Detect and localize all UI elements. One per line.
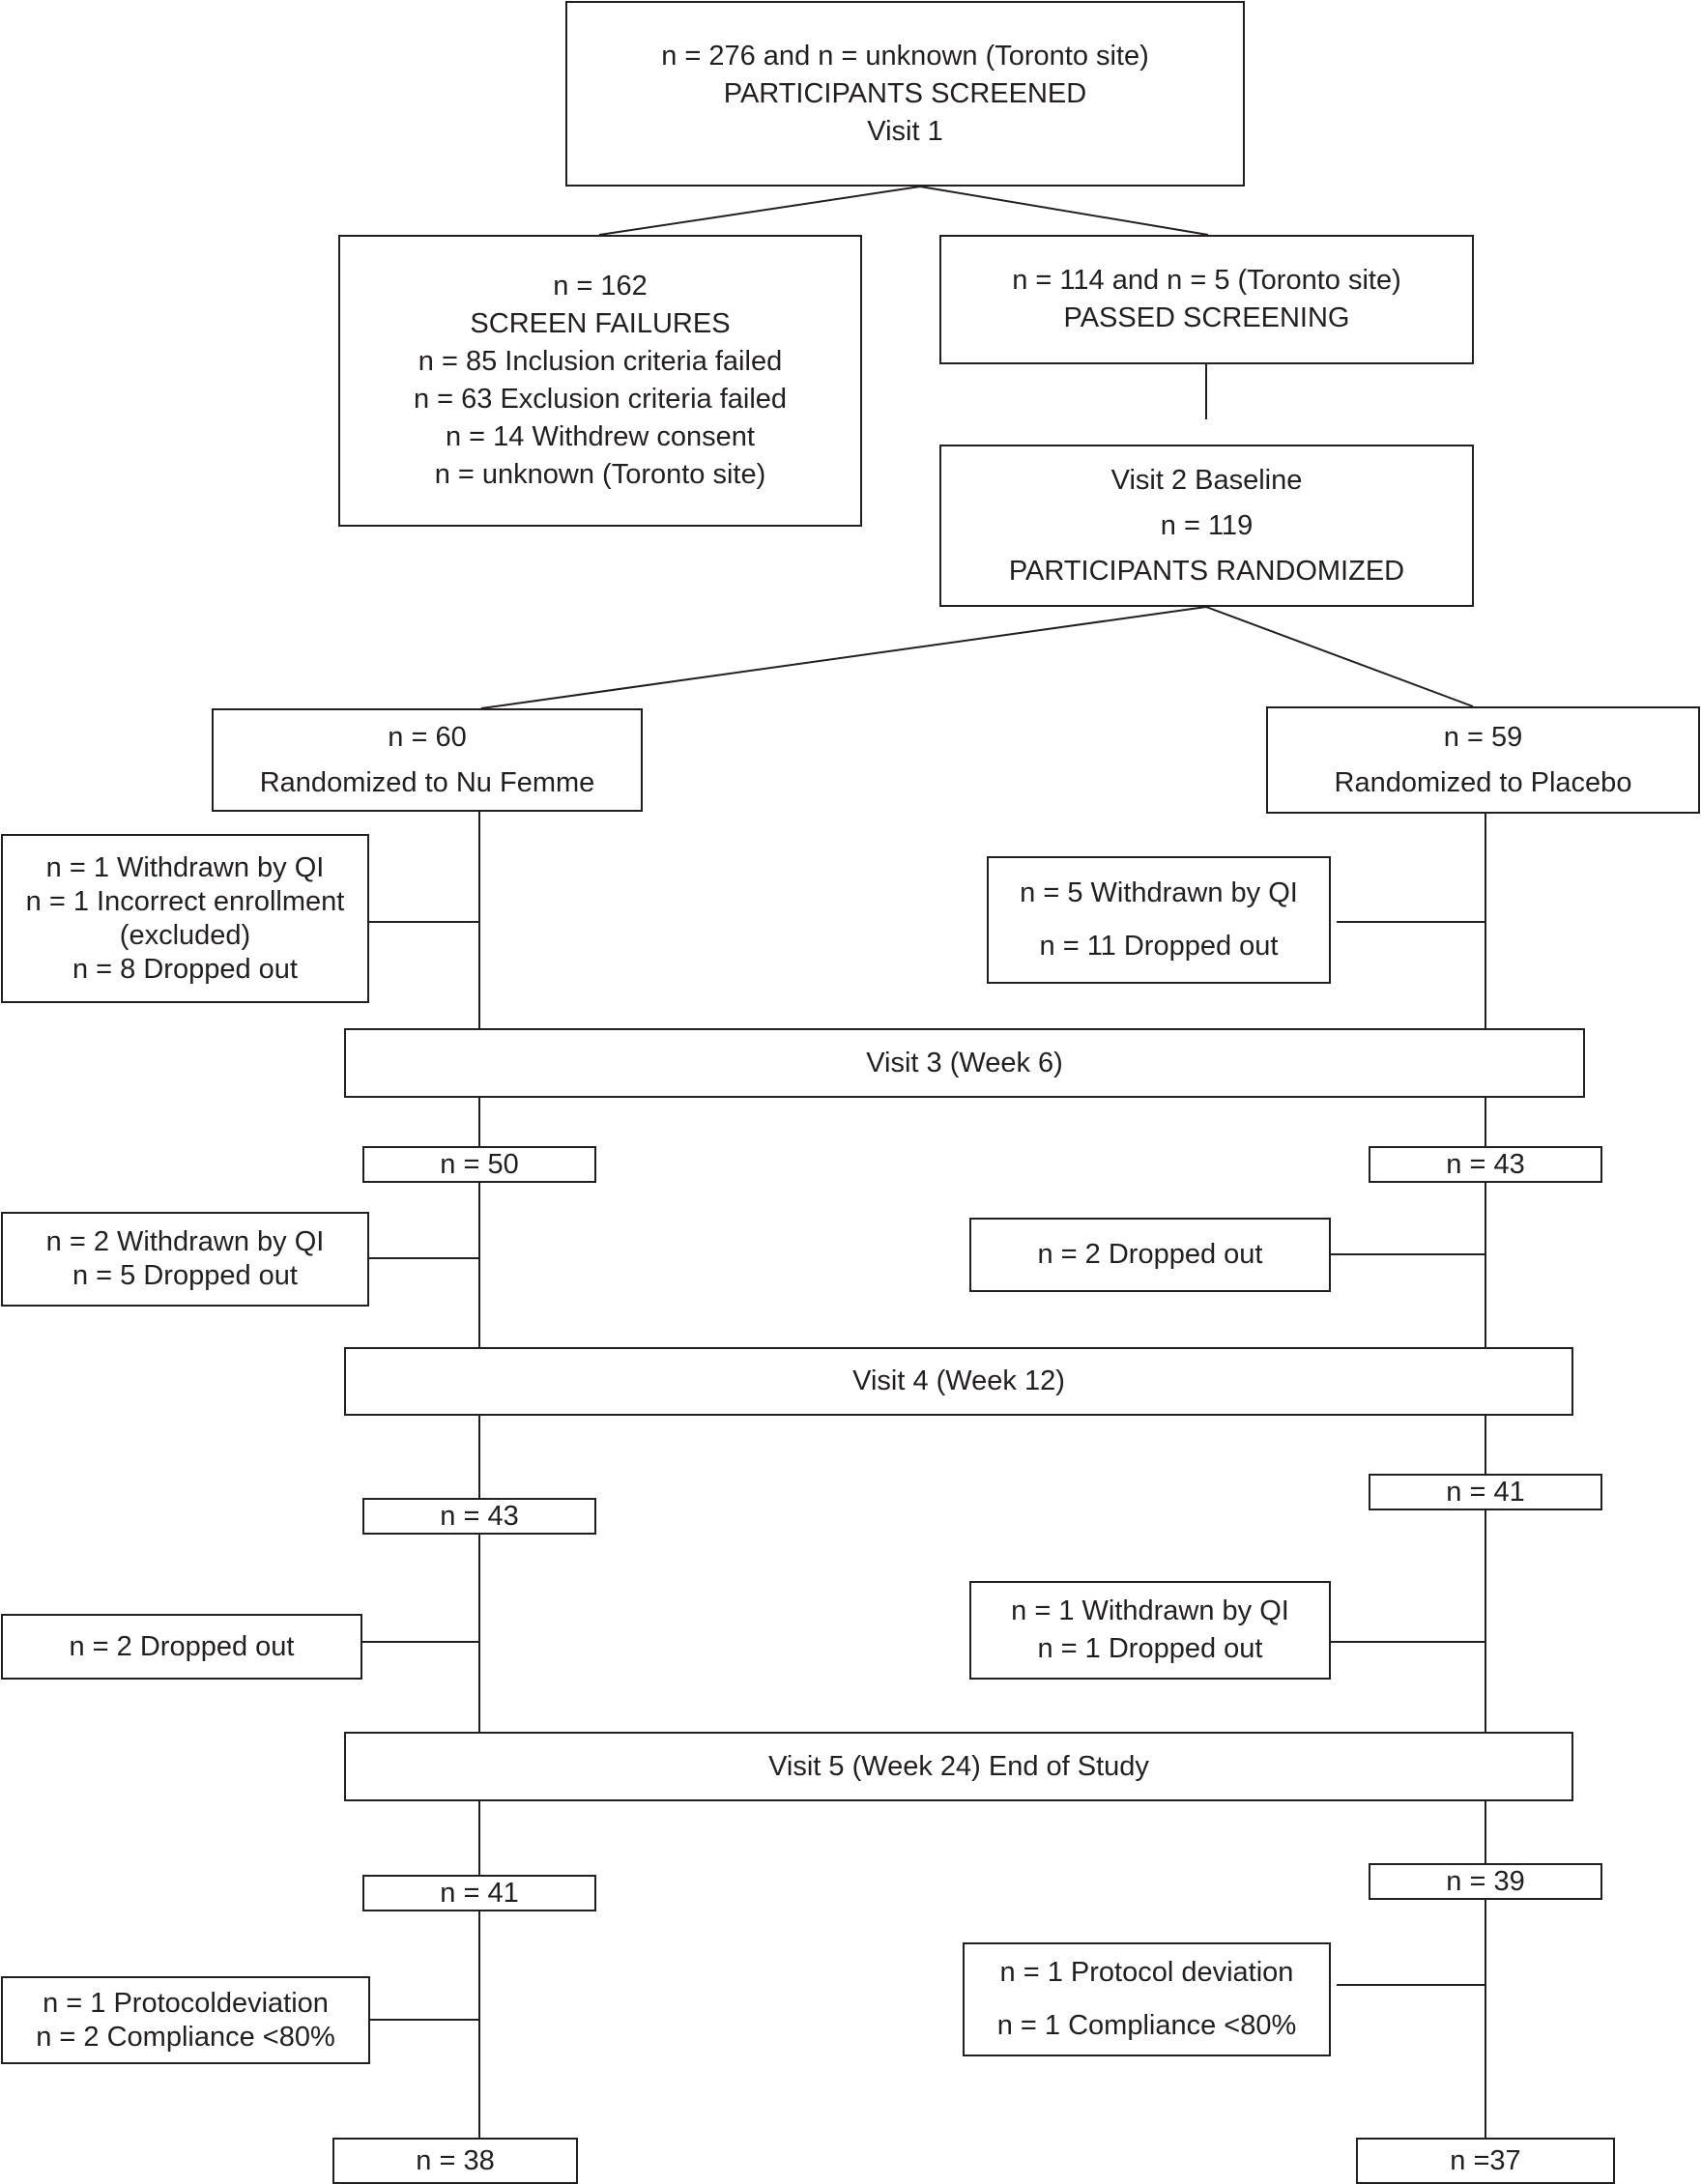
nu-femme-week12-count: n = 43	[440, 1500, 519, 1532]
nu-femme-exclusions-week12-box: n = 2 Withdrawn by QI n = 5 Dropped out	[1, 1212, 369, 1307]
nu-femme-arm-label: Randomized to Nu Femme	[259, 766, 595, 798]
screened-line-3: Visit 1	[867, 115, 943, 147]
participants-randomized-box: Visit 2 Baseline n = 119 PARTICIPANTS RA…	[939, 445, 1474, 607]
placebo-final-exclusions-box: n = 1 Protocol deviation n = 1 Complianc…	[963, 1942, 1331, 2056]
passed-line-1: n = 114 and n = 5 (Toronto site)	[1012, 265, 1401, 296]
placebo-week6-count-box: n = 43	[1369, 1146, 1602, 1183]
placebo-exclusions-week12-box: n = 2 Dropped out	[969, 1218, 1331, 1292]
visit-3-label: Visit 3 (Week 6)	[866, 1047, 1063, 1078]
exclusion-line: n = 1 Dropped out	[1037, 1633, 1263, 1664]
exclusion-line: n = 5 Withdrawn by QI	[1020, 877, 1298, 908]
exclusion-line: n = 1 Incorrect enrollment	[25, 885, 345, 917]
placebo-arm-count: n = 59	[1443, 721, 1523, 753]
nu-femme-arm-box: n = 60 Randomized to Nu Femme	[212, 708, 643, 812]
nu-femme-week6-count: n = 50	[440, 1148, 519, 1180]
visit-3-box: Visit 3 (Week 6)	[344, 1028, 1585, 1098]
screen-failures-box: n = 162 SCREEN FAILURES n = 85 Inclusion…	[338, 235, 862, 527]
exclusion-line: n = 2 Compliance <80%	[36, 2021, 335, 2053]
exclusion-line: n = 2 Withdrawn by QI	[45, 1226, 325, 1257]
placebo-final-count-box: n =37	[1356, 2138, 1615, 2184]
placebo-week24-count: n = 39	[1446, 1865, 1525, 1897]
placebo-exclusions-week24-box: n = 1 Withdrawn by QI n = 1 Dropped out	[969, 1581, 1331, 1680]
exclusion-line: n = 1 Protocoldeviation	[43, 1987, 329, 2019]
nu-femme-exclusions-week6-box: n = 1 Withdrawn by QI n = 1 Incorrect en…	[1, 834, 369, 1003]
exclusion-line: n = 1 Withdrawn by QI	[1011, 1595, 1289, 1626]
screened-line-2: PARTICIPANTS SCREENED	[723, 77, 1087, 109]
nu-femme-week24-count-box: n = 41	[362, 1875, 596, 1911]
nu-femme-week24-count: n = 41	[440, 1877, 519, 1909]
placebo-week24-count-box: n = 39	[1369, 1863, 1602, 1900]
nu-femme-exclusions-week24-box: n = 2 Dropped out	[1, 1614, 362, 1680]
exclusion-line: n = 1 Withdrawn by QI	[45, 851, 325, 883]
randomized-line-1: Visit 2 Baseline	[1110, 464, 1303, 496]
placebo-week12-count-box: n = 41	[1369, 1474, 1602, 1510]
screen-failures-line-5: n = 14 Withdrew consent	[446, 421, 755, 452]
screen-failures-line-2: SCREEN FAILURES	[470, 308, 731, 339]
placebo-week6-count: n = 43	[1446, 1148, 1525, 1180]
exclusion-line: (excluded)	[119, 919, 251, 951]
passed-screening-box: n = 114 and n = 5 (Toronto site) PASSED …	[939, 235, 1474, 364]
nu-femme-week12-count-box: n = 43	[362, 1498, 596, 1535]
nu-femme-final-count: n = 38	[416, 2144, 495, 2176]
screen-failures-line-3: n = 85 Inclusion criteria failed	[418, 346, 783, 377]
nu-femme-week6-count-box: n = 50	[362, 1146, 596, 1183]
visit-4-box: Visit 4 (Week 12)	[344, 1347, 1573, 1416]
exclusion-line: n = 2 Dropped out	[69, 1630, 295, 1662]
exclusion-line: n = 5 Dropped out	[72, 1260, 298, 1291]
screen-failures-line-1: n = 162	[553, 271, 648, 302]
passed-line-2: PASSED SCREENING	[1063, 302, 1350, 333]
placebo-arm-box: n = 59 Randomized to Placebo	[1266, 706, 1700, 814]
exclusion-line: n = 1 Protocol deviation	[999, 1957, 1294, 1988]
nu-femme-arm-count: n = 60	[388, 721, 467, 753]
placebo-week12-count: n = 41	[1446, 1476, 1525, 1508]
participants-screened-box: n = 276 and n = unknown (Toronto site) P…	[565, 1, 1245, 187]
exclusion-line: n = 2 Dropped out	[1037, 1239, 1263, 1270]
placebo-final-count: n =37	[1450, 2144, 1521, 2176]
screened-line-1: n = 276 and n = unknown (Toronto site)	[661, 40, 1149, 72]
randomized-line-2: n = 119	[1160, 509, 1254, 541]
nu-femme-final-exclusions-box: n = 1 Protocoldeviation n = 2 Compliance…	[1, 1976, 370, 2064]
exclusion-line: n = 1 Compliance <80%	[996, 2010, 1297, 2041]
placebo-exclusions-week6-box: n = 5 Withdrawn by QI n = 11 Dropped out	[987, 856, 1331, 984]
visit-4-label: Visit 4 (Week 12)	[852, 1365, 1065, 1396]
placebo-arm-label: Randomized to Placebo	[1334, 766, 1632, 798]
nu-femme-final-count-box: n = 38	[332, 2138, 578, 2184]
visit-5-box: Visit 5 (Week 24) End of Study	[344, 1732, 1573, 1801]
exclusion-line: n = 11 Dropped out	[1039, 931, 1279, 962]
screen-failures-line-6: n = unknown (Toronto site)	[434, 459, 766, 490]
visit-5-label: Visit 5 (Week 24) End of Study	[768, 1750, 1149, 1782]
exclusion-line: n = 8 Dropped out	[72, 953, 298, 985]
randomized-line-3: PARTICIPANTS RANDOMIZED	[1008, 555, 1405, 587]
screen-failures-line-4: n = 63 Exclusion criteria failed	[413, 384, 788, 415]
